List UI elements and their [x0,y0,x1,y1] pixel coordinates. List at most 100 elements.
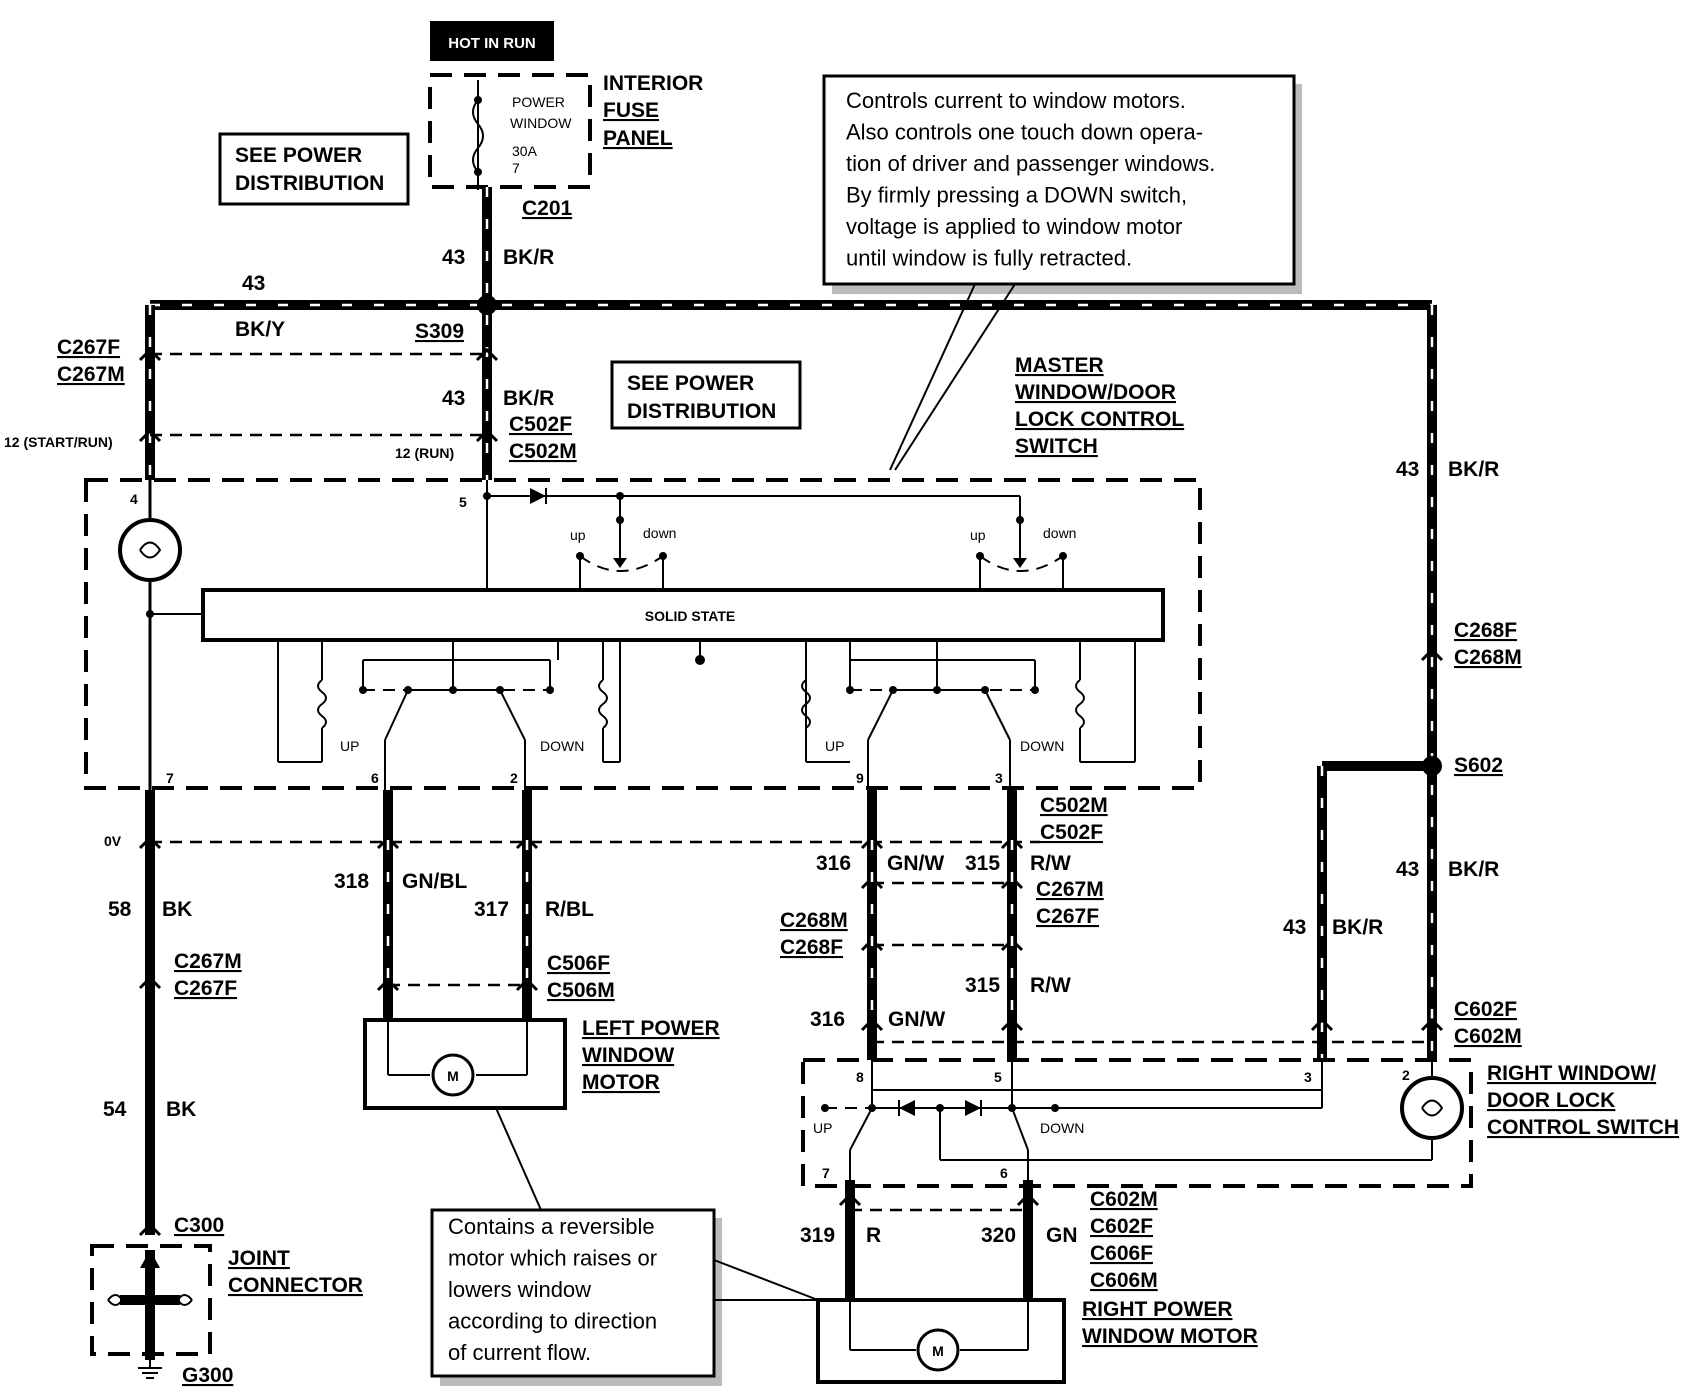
right-switch-lamp-icon [1400,1076,1464,1140]
motor_note-line: of current flow. [448,1340,591,1365]
motor-note-text: Contains a reversible motor which raises … [448,1214,657,1365]
c267f-b-label: C267F [1036,905,1099,928]
master-switch-label-4: SWITCH [1015,435,1098,458]
power-wires [145,187,1442,1060]
pin-6: 6 [371,770,379,786]
left-up-label: up [570,527,586,543]
wire-bky-label: BK/Y [235,318,285,341]
wire-43-mid-num: 43 [442,387,465,410]
wire-315b-color: R/W [1030,974,1071,997]
wire-316b-num: 316 [810,1008,845,1031]
master-window-door-lock-switch: SOLID STATE up down up [84,478,1202,790]
wire-315b-num: 315 [965,974,1000,997]
wire-43-top-num: 43 [442,246,465,269]
right-up-relay-coil-icon [801,679,811,729]
c606m-label: C606M [1090,1269,1158,1292]
c268m-a-label: C268M [1454,646,1522,669]
wire-43-right-color: BK/R [1448,458,1499,481]
pin-3b: 3 [1304,1069,1312,1085]
right-relay-down-label: DOWN [1020,738,1064,754]
wire-320-color: GN [1046,1224,1078,1247]
master_note-line: Also controls one touch down opera- [846,120,1203,145]
wire-319-color: R [866,1224,881,1247]
wire-58-num: 58 [108,898,132,921]
s602-splice [1422,756,1442,776]
motor-note: Contains a reversible motor which raises … [430,1107,819,1386]
left-motor-label-3: MOTOR [582,1071,660,1094]
left-down-relay-coil-icon [598,679,608,729]
left-relay-up-label: UP [340,738,359,754]
left-down-label: down [643,525,676,541]
motor-wires [145,790,1033,1300]
pin-7: 7 [166,770,174,786]
c602f-a-label: C602F [1454,998,1517,1021]
c268m-b-label: C268M [780,909,848,932]
right-down-relay-coil-icon [1075,679,1085,729]
master-switch-label-1: MASTER [1015,354,1104,377]
master_note-line: until window is fully retracted. [846,246,1132,271]
left-motor-icon [431,1053,475,1097]
left-power-window-motor: M [363,1018,567,1110]
right-switch-label-3: CONTROL SWITCH [1487,1116,1679,1139]
pin-6b: 6 [1000,1165,1008,1181]
wire-317-color: R/BL [545,898,594,921]
c267f-a-label: C267F [57,336,120,359]
motor_note-line: Contains a reversible [448,1214,655,1239]
run-label: 12 (RUN) [395,445,454,461]
c502f-a-label: C502F [509,413,572,436]
see-power-distribution-box-1: SEE POWER DISTRIBUTION [218,132,410,206]
fuse-label-2: WINDOW [510,115,572,131]
right-motor-symbol: M [932,1343,944,1359]
c201-label: C201 [522,197,573,220]
see-power-dist-2-line2: DISTRIBUTION [627,400,776,423]
wire-43-mid-color: BK/R [503,387,554,410]
c602f-b-label: C602F [1090,1215,1153,1238]
c502m-a-label: C502M [509,440,577,463]
c300-label: C300 [174,1214,224,1237]
joint-connector-label-1: JOINT [228,1247,290,1270]
g300-label: G300 [182,1364,233,1387]
fuse-rating: 30A [512,143,538,159]
c506m-label: C506M [547,979,615,1002]
left-relay-down-label: DOWN [540,738,584,754]
wire-43-right2-num: 43 [1396,858,1419,881]
right-switch-down-label: DOWN [1040,1120,1084,1136]
wire-316-num: 316 [816,852,851,875]
interior-fuse-label-3: PANEL [603,127,673,150]
s309-label: S309 [415,320,464,343]
pin-7b: 7 [822,1165,830,1181]
joint-connector-label-2: CONNECTOR [228,1274,363,1297]
wire-54-color: BK [166,1098,196,1121]
pin-9: 9 [856,770,864,786]
s602-label: S602 [1454,754,1503,777]
right-motor-label-1: RIGHT POWER [1082,1298,1233,1321]
wire-43-s602-num: 43 [1283,916,1306,939]
wire-319-num: 319 [800,1224,835,1247]
right-down-label: down [1043,525,1076,541]
hot-in-run-label: HOT IN RUN [448,35,536,52]
see-power-distribution-box-2: SEE POWER DISTRIBUTION [610,360,802,430]
hot-in-run-tag: HOT IN RUN [430,21,554,61]
wire-43-bus-label: 43 [242,272,265,295]
pin-5b: 5 [994,1069,1002,1085]
master_note-line: Controls current to window motors. [846,88,1186,113]
right-relay-up-label: UP [825,738,844,754]
pin-2b: 2 [1402,1067,1410,1083]
pin-5: 5 [459,494,467,510]
c606f-label: C606F [1090,1242,1153,1265]
interior-fuse-panel: POWER WINDOW 30A 7 [428,73,592,190]
wire-317-num: 317 [474,898,509,921]
wire-43-s602-color: BK/R [1332,916,1383,939]
right-switch-up-label: UP [813,1120,832,1136]
fuse-number: 7 [512,160,520,176]
c268f-a-label: C268F [1454,619,1517,642]
wire-316-color: GN/W [887,852,944,875]
right-motor-label-2: WINDOW MOTOR [1082,1325,1258,1348]
c506f-label: C506F [547,952,610,975]
connector-chevrons [138,347,1444,1237]
wire-318-num: 318 [334,870,369,893]
wire-43-top-color: BK/R [503,246,554,269]
wire-316b-color: GN/W [888,1008,945,1031]
motor_note-line: motor which raises or [448,1246,657,1271]
